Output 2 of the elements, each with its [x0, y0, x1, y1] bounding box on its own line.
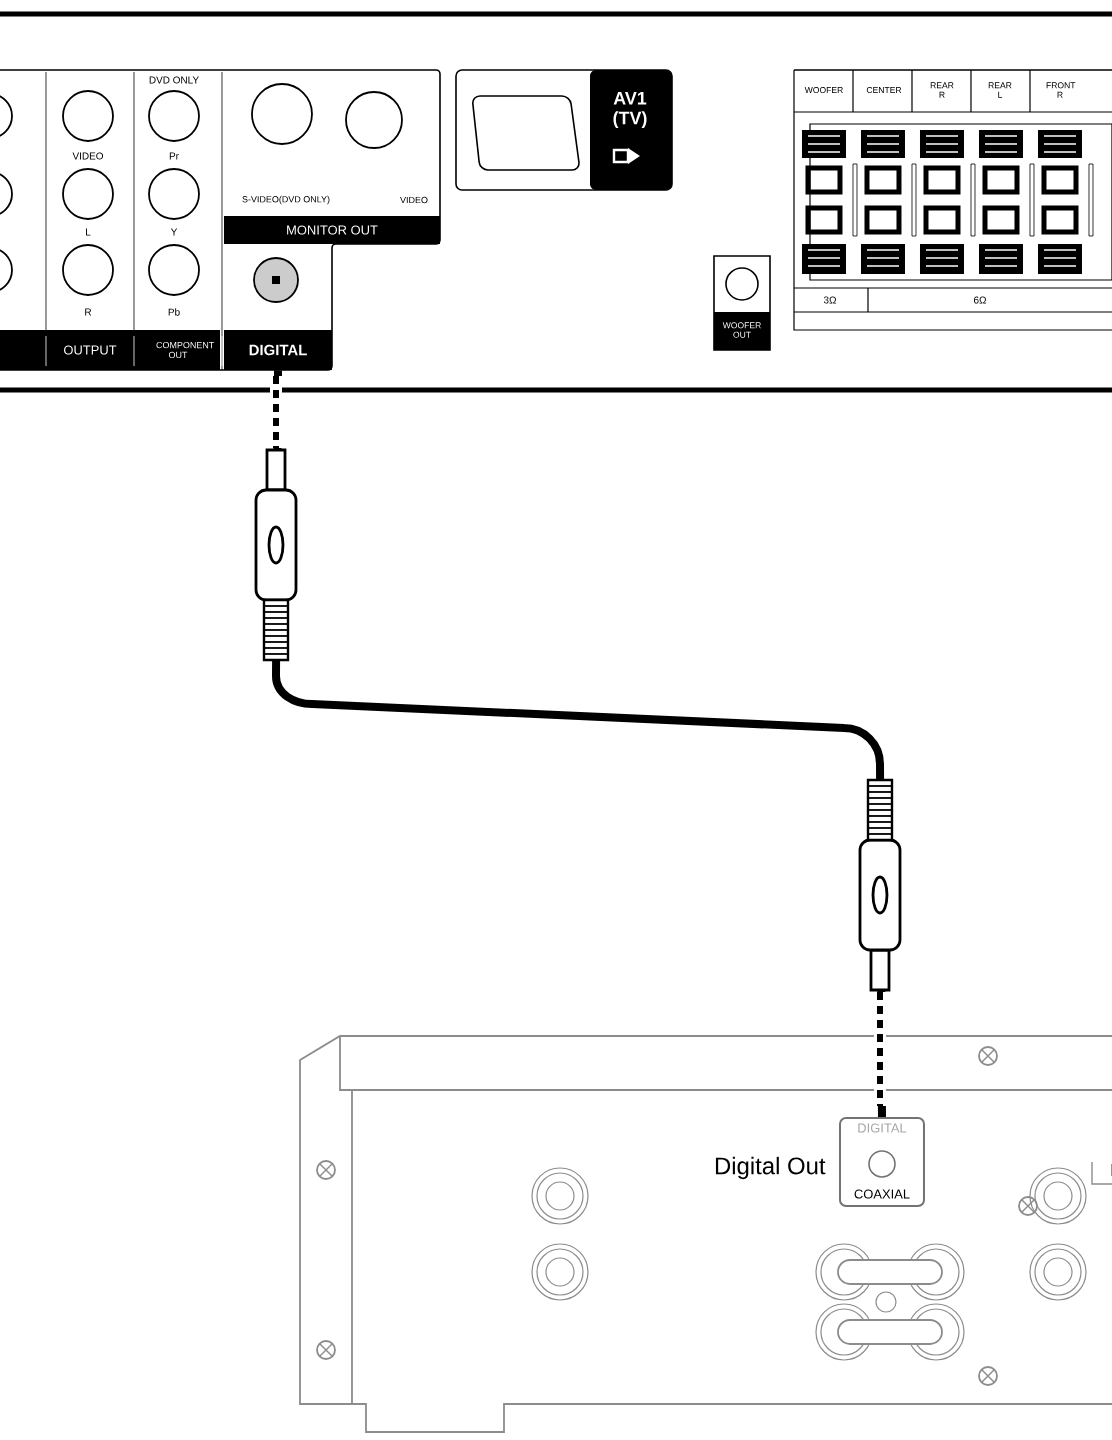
- jack-caption: Digital Out: [715, 1156, 826, 1180]
- port-label: AV1 (TV): [613, 92, 647, 128]
